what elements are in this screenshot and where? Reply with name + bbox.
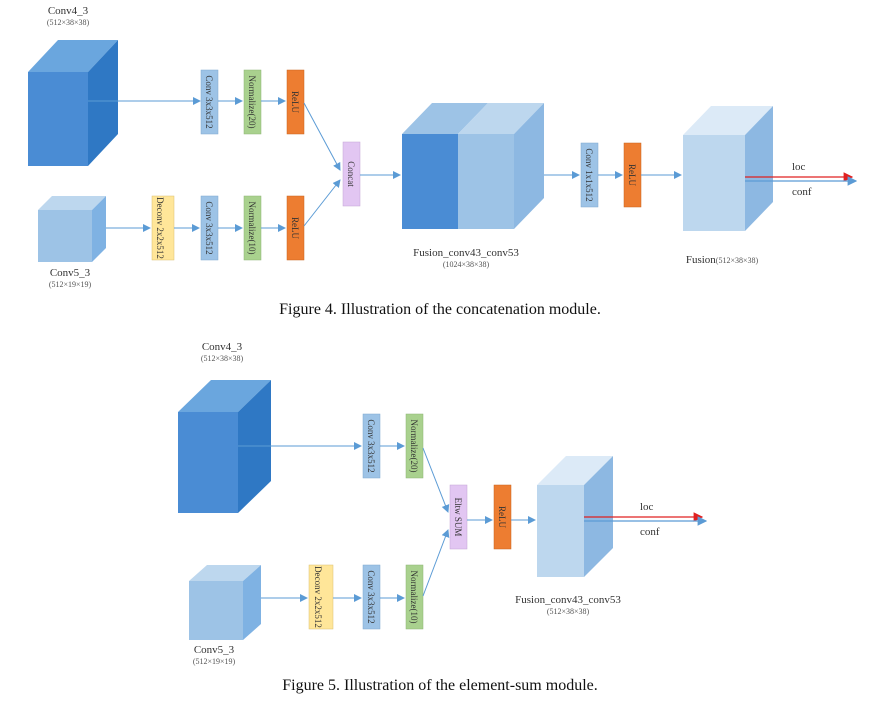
fig5-conf-label: conf <box>640 526 660 538</box>
fig4-fusion-concat-cube <box>402 103 544 229</box>
fig5-fusion-output-label: Fusion_conv43_conv53 <box>515 594 621 606</box>
fig5-top-normalize-block: Normalize(20) <box>405 413 424 479</box>
fig4-loc-label: loc <box>792 161 806 173</box>
fig5-bottom-deconv-label: Deconv 2x2x512 <box>313 566 323 628</box>
fig5-conv5-3-label: Conv5_3 <box>194 644 235 656</box>
fig5-caption: Figure 5. Illustration of the element-su… <box>282 677 598 694</box>
fig4-bottom-relu-label: ReLU <box>290 217 300 239</box>
fig5-loc-label: loc <box>640 501 654 513</box>
fig5-relu-label: ReLU <box>497 506 507 528</box>
fig4-conv4-3-dims: (512×38×38) <box>47 18 90 27</box>
fig4-conf-label: conf <box>792 186 812 198</box>
fig4-post-relu-label: ReLU <box>627 164 637 186</box>
fig4-top-normalize-label: Normalize(20) <box>247 76 257 129</box>
fig4-post-conv-label: Conv 1x1x512 <box>584 148 594 201</box>
fig4-fusion-concat-label: Fusion_conv43_conv53 <box>413 247 519 259</box>
figure-5: Conv4_3 (512×38×38) Conv5_3 (512×19×19) … <box>178 341 708 694</box>
fig5-conv5-3-cube <box>189 565 261 640</box>
fig4-bottom-conv-label: Conv 3x3x512 <box>204 201 214 254</box>
fig5-conv4-3-label: Conv4_3 <box>202 341 243 353</box>
fig4-fusion-concat-dims: (1024×38×38) <box>443 260 490 269</box>
fig4-conv5-3-cube <box>38 196 106 262</box>
fig4-top-conv-label: Conv 3x3x512 <box>204 75 214 128</box>
fig5-bottom-normalize-block: Normalize(10) <box>405 564 424 630</box>
fig5-relu-block: ReLU <box>493 484 512 550</box>
fig4-concat-label: Concat <box>346 161 356 187</box>
fig4-top-normalize-block: Normalize(20) <box>243 69 262 135</box>
fig5-eltw-sum-label: Eltw SUM <box>453 498 463 537</box>
fig5-fusion-output-dims: (512×38×38) <box>547 607 590 616</box>
fig5-bottom-conv-label: Conv 3x3x512 <box>366 570 376 623</box>
fig4-conv5-3-label: Conv5_3 <box>50 267 91 279</box>
fig4-bottom-conv-block: Conv 3x3x512 <box>200 195 219 261</box>
figure-4: Conv4_3 (512×38×38) Conv5_3 (512×19×19) … <box>28 5 858 318</box>
fig5-conv4-3-dims: (512×38×38) <box>201 354 244 363</box>
fig4-top-conv-block: Conv 3x3x512 <box>200 69 219 135</box>
fig5-bottom-conv-block: Conv 3x3x512 <box>362 564 381 630</box>
fig4-top-relu-block: ReLU <box>286 69 305 135</box>
fig5-top-conv-block: Conv 3x3x512 <box>362 413 381 479</box>
fig5-top-conv-label: Conv 3x3x512 <box>366 419 376 472</box>
fig5-eltw-sum-block: Eltw SUM <box>449 484 468 550</box>
fig4-conv5-3-dims: (512×19×19) <box>49 280 92 289</box>
fig4-caption: Figure 4. Illustration of the concatenat… <box>279 301 601 318</box>
fig4-conv4-3-cube <box>28 40 118 166</box>
fig4-top-relu-label: ReLU <box>290 91 300 113</box>
fig4-bottom-relu-block: ReLU <box>286 195 305 261</box>
fig4-bottom-deconv-label: Deconv 2x2x512 <box>155 197 165 259</box>
fig5-bottom-deconv-block: Deconv 2x2x512 <box>308 564 334 630</box>
fig4-conv4-3-label: Conv4_3 <box>48 5 89 17</box>
fig4-bottom-deconv-block: Deconv 2x2x512 <box>151 195 175 261</box>
fig4-bottom-normalize-block: Normalize(10) <box>243 195 262 261</box>
fig4-post-conv-block: Conv 1x1x512 <box>580 142 599 208</box>
fig5-conv5-3-dims: (512×19×19) <box>193 657 236 666</box>
fig4-fusion-output-cube <box>683 106 773 231</box>
fig4-bottom-normalize-label: Normalize(10) <box>247 202 257 255</box>
fig4-concat-block: Concat <box>342 141 361 207</box>
fig5-bottom-normalize-label: Normalize(10) <box>409 571 419 624</box>
fig4-post-relu-block: ReLU <box>623 142 642 208</box>
fig5-conv4-3-cube <box>178 380 271 513</box>
fig5-top-normalize-label: Normalize(20) <box>409 420 419 473</box>
fig4-fusion-output-label: Fusion(512×38×38) <box>686 254 759 266</box>
